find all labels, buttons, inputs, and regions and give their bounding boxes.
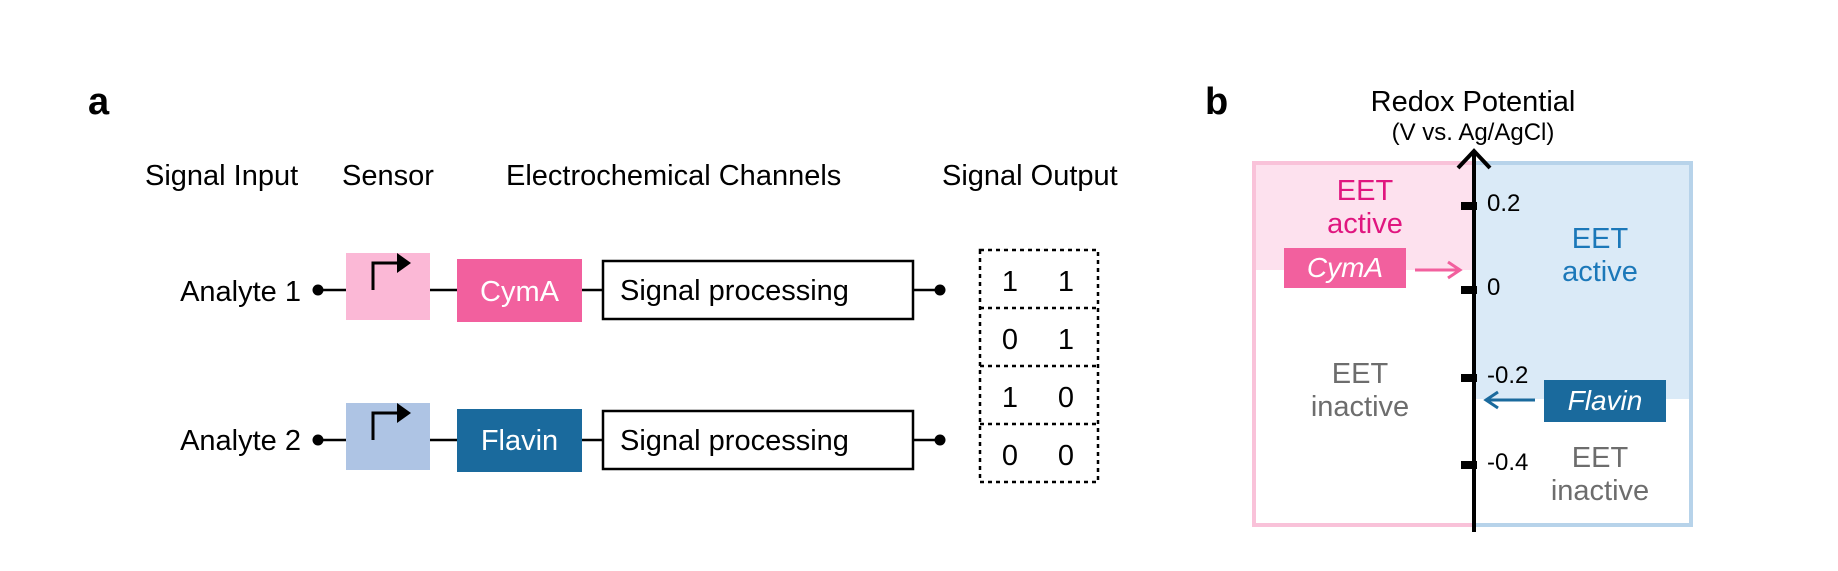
row-analyte-1: Analyte 1 CymA Signal processing [180,253,946,322]
row-1-input-node [312,284,324,296]
flavin-channel-label: Flavin [481,425,558,457]
cyma-label-box [1284,248,1406,288]
left-eet-inactive-line1: EET [1332,358,1389,390]
output-cell: 1 [1058,324,1074,356]
cyma-arrow-head-icon [1447,260,1463,280]
tick-mark [1461,374,1477,382]
header-output: Signal Output [942,160,1118,192]
output-cell: 1 [1058,266,1074,298]
row-analyte-2: Analyte 2 Flavin Signal processing [180,403,946,472]
output-cell: 0 [1058,440,1074,472]
panel-a-label: a [88,81,110,123]
flavin-channel-box [457,409,582,472]
tick-mark [1461,286,1477,294]
output-cell: 1 [1002,382,1018,414]
signal-processing-1-box [601,259,915,321]
left-eet-active-line2: active [1327,208,1403,240]
analyte-2-label: Analyte 2 [180,425,301,457]
axis-unit: (V vs. Ag/AgCl) [1392,119,1555,146]
header-channels: Electrochemical Channels [506,160,841,192]
output-cell: 1 [1002,266,1018,298]
header-sensor: Sensor [342,160,434,192]
header-signal-input: Signal Input [145,160,298,192]
tick-label: 0.2 [1487,190,1520,217]
tick-label: -0.4 [1487,449,1528,476]
output-cell: 0 [1058,382,1074,414]
output-table: 1 1 0 1 1 0 0 0 [978,248,1100,484]
row-2-output-node [934,434,946,446]
tick-label: 0 [1487,274,1500,301]
panel-a: a Signal Input Sensor Electrochemical Ch… [88,81,1118,484]
signal-processing-2-box [601,409,915,471]
signal-processing-1-label: Signal processing [620,275,849,307]
flavin-label: Flavin [1568,385,1643,416]
left-eet-inactive-line2: inactive [1311,391,1409,423]
tick-mark [1461,461,1477,469]
row-1-output-node [934,284,946,296]
tick-label: -0.2 [1487,362,1528,389]
signal-processing-2-label: Signal processing [620,425,849,457]
cyma-channel-label: CymA [480,276,560,308]
promoter-1-arrow-icon [397,253,411,273]
axis-title: Redox Potential [1371,86,1576,118]
analyte-1-label: Analyte 1 [180,276,301,308]
right-eet-active-line2: active [1562,256,1638,288]
flavin-arrow-head-icon [1483,390,1499,410]
cyma-label: CymA [1307,252,1383,283]
row-2-input-node [312,434,324,446]
flavin-label-box [1544,380,1666,422]
promoter-2-icon [371,411,397,440]
panel-b: b Redox Potential (V vs. Ag/AgCl) 0.2 0 … [1205,81,1693,532]
output-cell: 0 [1002,324,1018,356]
right-eet-inactive-line1: EET [1572,442,1629,474]
promoter-1-icon [371,261,397,290]
right-eet-inactive-line2: inactive [1551,475,1649,507]
axis-arrow-icon [1456,148,1492,170]
blue-active-region [1474,163,1691,399]
cyma-channel-box [457,259,582,322]
tick-mark [1461,202,1477,210]
panel-b-label: b [1205,81,1228,123]
promoter-2-arrow-icon [397,403,411,423]
left-eet-active-line1: EET [1337,175,1394,207]
right-eet-active-line1: EET [1572,223,1629,255]
output-cell: 0 [1002,440,1018,472]
